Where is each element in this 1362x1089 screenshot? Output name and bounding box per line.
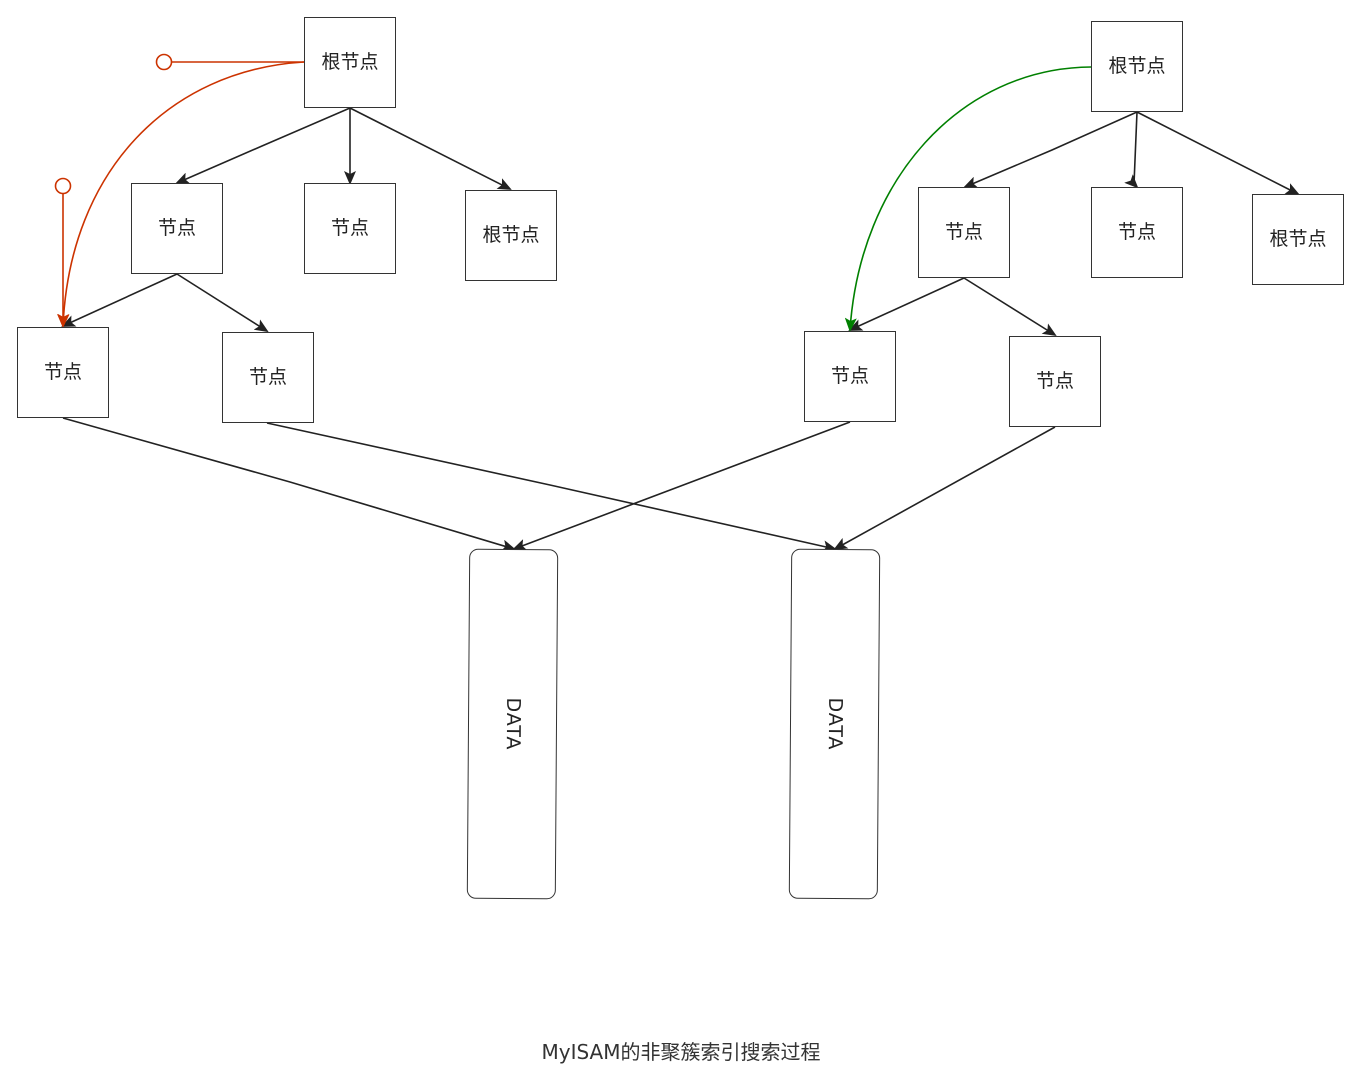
right-leaf-b-label: 节点 <box>1035 370 1074 392</box>
edge-right-node-a-to-leaf-a <box>848 277 965 331</box>
left-node-b: 节点 <box>304 183 396 274</box>
right-node-a: 节点 <box>918 187 1010 278</box>
left-leaf-a-label: 节点 <box>43 361 82 383</box>
edge-right-root-to-root-c <box>1136 111 1300 195</box>
right-root-node-label: 根节点 <box>1108 55 1166 77</box>
right-root-c: 根节点 <box>1252 194 1344 285</box>
left-leaf-b-label: 节点 <box>248 366 287 388</box>
left-root-c: 根节点 <box>465 190 557 281</box>
data-block-1: DATA <box>466 548 559 900</box>
right-node-b: 节点 <box>1091 187 1183 278</box>
left-root-node-label: 根节点 <box>321 51 379 73</box>
edge-left-node-a-to-leaf-a <box>61 273 178 327</box>
edge-right-root-to-node-a <box>963 111 1138 188</box>
left-leaf-a: 节点 <box>17 327 109 418</box>
right-root-c-label: 根节点 <box>1269 228 1327 250</box>
edge-left-leaf-b-to-data-2 <box>266 422 837 553</box>
edge-left-root-to-node-a <box>175 107 351 184</box>
edge-right-leaf-b-to-data-2 <box>833 426 1056 550</box>
right-leaf-a-label: 节点 <box>830 365 869 387</box>
data-block-1-label: DATA <box>501 697 524 751</box>
diagram-caption: MyISAM的非聚簇索引搜索过程 <box>541 1040 821 1064</box>
edge-right-root-to-node-b <box>1124 111 1139 189</box>
right-node-b-label: 节点 <box>1117 221 1156 243</box>
left-node-a-label: 节点 <box>157 217 196 239</box>
edge-left-node-a-to-leaf-b <box>176 273 269 333</box>
search-path-green-curve <box>844 66 1092 332</box>
edge-left-leaf-a-to-data-1 <box>62 417 516 552</box>
edge-left-root-to-root-c <box>349 107 512 190</box>
edge-right-node-a-to-leaf-b <box>963 277 1057 337</box>
search-path-red-curve <box>57 61 305 328</box>
left-root-node: 根节点 <box>304 17 396 108</box>
right-root-node: 根节点 <box>1091 21 1183 112</box>
search-path-red-circle-left <box>54 177 72 195</box>
data-block-2: DATA <box>788 548 881 900</box>
right-leaf-a: 节点 <box>804 331 896 422</box>
right-leaf-b: 节点 <box>1009 336 1101 427</box>
data-block-2-label: DATA <box>823 697 846 751</box>
left-root-c-label: 根节点 <box>482 224 540 246</box>
left-leaf-b: 节点 <box>222 332 314 423</box>
left-node-a: 节点 <box>131 183 223 274</box>
left-node-b-label: 节点 <box>330 217 369 239</box>
right-node-a-label: 节点 <box>944 221 983 243</box>
edge-right-leaf-a-to-data-1 <box>512 421 851 551</box>
search-path-red-circle-top <box>155 53 173 71</box>
